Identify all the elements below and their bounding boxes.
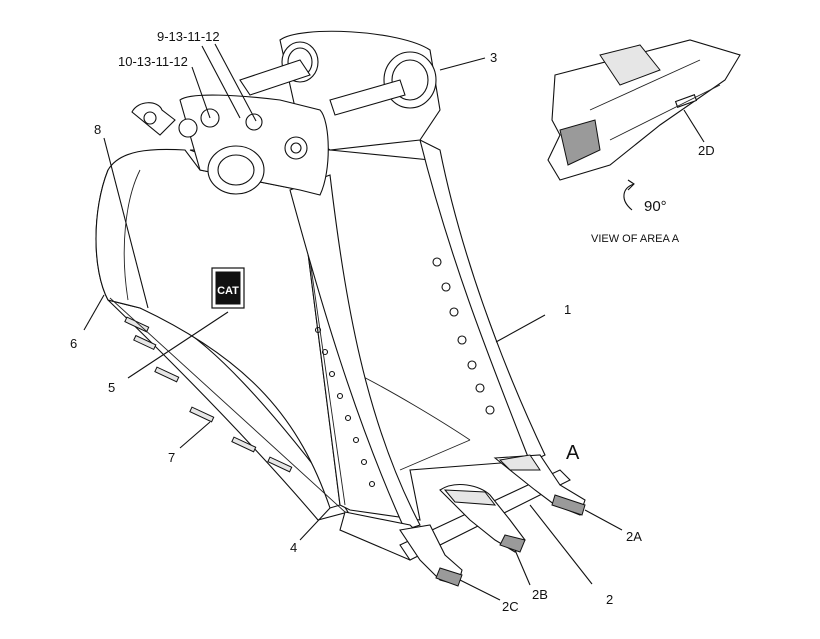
callout-9: 9-13-11-12 [157,29,220,44]
cat-decal-text: CAT [217,285,239,297]
callout-7: 7 [168,450,175,465]
callout-2: 2 [606,592,613,607]
side-hole-row [314,257,495,488]
tip-2c-assembly [399,524,463,587]
side-plate-right [289,138,546,531]
callout-5: 5 [108,380,115,395]
rotate-90-icon [623,179,635,211]
cat-decal: CAT [211,267,245,309]
callout-8: 8 [94,122,101,137]
tip-2b-assembly [439,484,526,553]
inset-rotation-label: 90° [644,198,667,215]
callout-4: 4 [290,540,297,555]
linkage-bosses [131,30,441,196]
callout-2d: 2D [698,143,715,158]
bucket-side-plate [95,148,349,521]
area-marker-a: A [566,442,580,464]
inset-view-area-a [547,39,741,211]
callout-2c: 2C [502,599,519,614]
callout-10: 10-13-11-12 [118,54,188,69]
callout-1: 1 [564,302,571,317]
callout-labels: 9-13-11-12 10-13-11-12 3 8 1 6 5 7 4 A 2… [70,29,715,614]
callout-6: 6 [70,336,77,351]
callout-3: 3 [490,50,497,65]
leader-lines [83,43,705,601]
inset-caption: VIEW OF AREA A [591,233,680,245]
callout-2b: 2B [532,587,548,602]
tip-2a-assembly [493,454,586,516]
callout-2a: 2A [626,529,642,544]
